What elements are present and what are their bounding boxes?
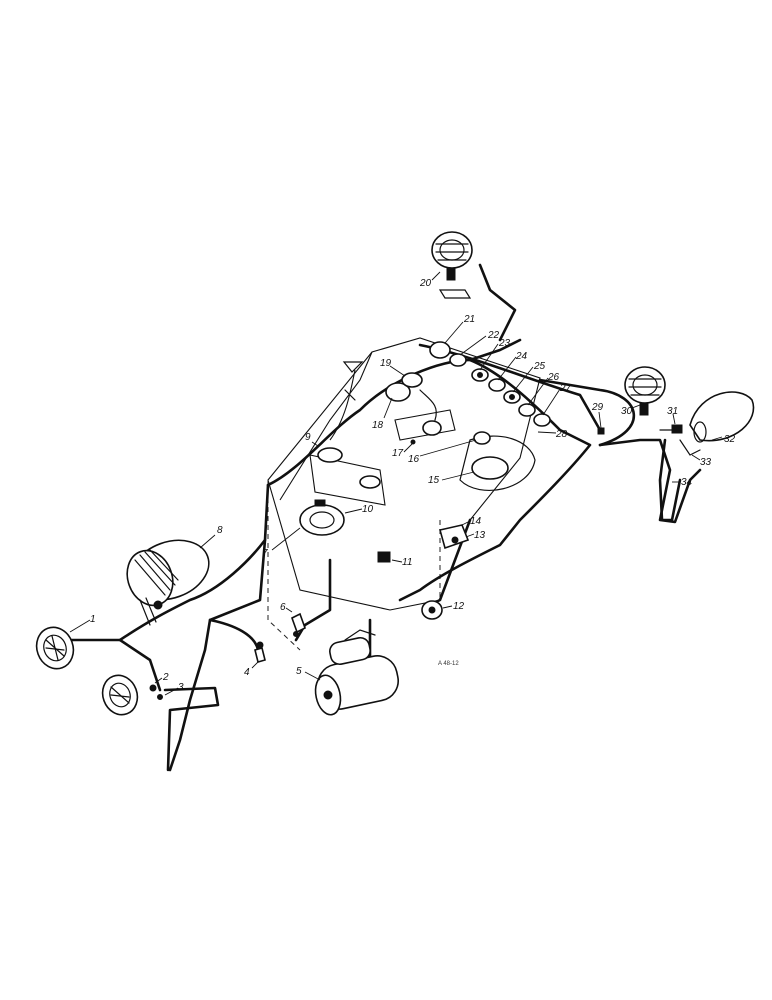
callout-14: 14: [470, 516, 482, 527]
callout-33: 33: [700, 457, 712, 468]
callout-32: 32: [724, 434, 736, 445]
callout-5: 5: [296, 666, 302, 677]
callout-2: 2: [162, 672, 169, 683]
callout-20: 20: [419, 278, 432, 289]
callout-17: 17: [392, 448, 404, 459]
callout-6: 6: [280, 602, 286, 613]
connector-11: [377, 551, 391, 563]
callout-16: 16: [408, 454, 420, 465]
callout-10: 10: [362, 504, 374, 515]
callout-21: 21: [463, 314, 475, 325]
rear-connector: [597, 427, 605, 435]
sensor-4: [254, 641, 266, 663]
ignition-switch: [385, 372, 437, 421]
callout-1: 1: [90, 614, 96, 625]
callout-9: 9: [305, 432, 311, 443]
callout-28: 28: [555, 429, 568, 440]
callout-30: 30: [621, 406, 633, 417]
starter-motor: [314, 629, 399, 716]
callout-31: 31: [667, 406, 678, 417]
callout-labels: 1 2 3 4 5 6 7 8 9 10 11 12 13 14 15 16 1: [69, 271, 736, 696]
callout-18: 18: [372, 420, 384, 431]
callout-12: 12: [453, 601, 465, 612]
callout-15: 15: [428, 475, 440, 486]
callout-11: 11: [402, 557, 412, 568]
callout-8: 8: [217, 525, 223, 536]
switch-13-14: [439, 524, 470, 550]
reference-code: A 48-12: [438, 661, 459, 667]
callout-25: 25: [533, 361, 546, 372]
callout-24: 24: [515, 351, 528, 362]
callout-4: 4: [244, 667, 250, 678]
work-lamp-rear: [624, 366, 666, 416]
tractor-body-outline: [267, 337, 541, 651]
alternator: [126, 539, 210, 626]
sensor-6: [291, 612, 306, 637]
callout-23: 23: [498, 338, 511, 349]
callout-27: 27: [559, 383, 572, 394]
callout-26: 26: [547, 372, 560, 383]
fuel-sender-gauge: [299, 499, 345, 536]
callout-29: 29: [591, 402, 604, 413]
horn: [421, 600, 443, 620]
callout-22: 22: [487, 330, 500, 341]
rear-cable-loop: [658, 438, 682, 522]
callout-34: 34: [681, 477, 693, 488]
instrument-cluster: [410, 420, 536, 491]
callout-3: 3: [178, 682, 184, 693]
callout-13: 13: [474, 530, 486, 541]
dash-gauge-row: [429, 341, 551, 427]
fuel-cap: [317, 447, 381, 489]
callout-19: 19: [380, 358, 392, 369]
work-lamp-top: [431, 231, 473, 299]
callout-7: 7: [262, 548, 268, 559]
rear-flood-lamp: [671, 391, 755, 456]
front-lamp-right: [101, 674, 163, 716]
front-lamp-left: [35, 626, 75, 670]
